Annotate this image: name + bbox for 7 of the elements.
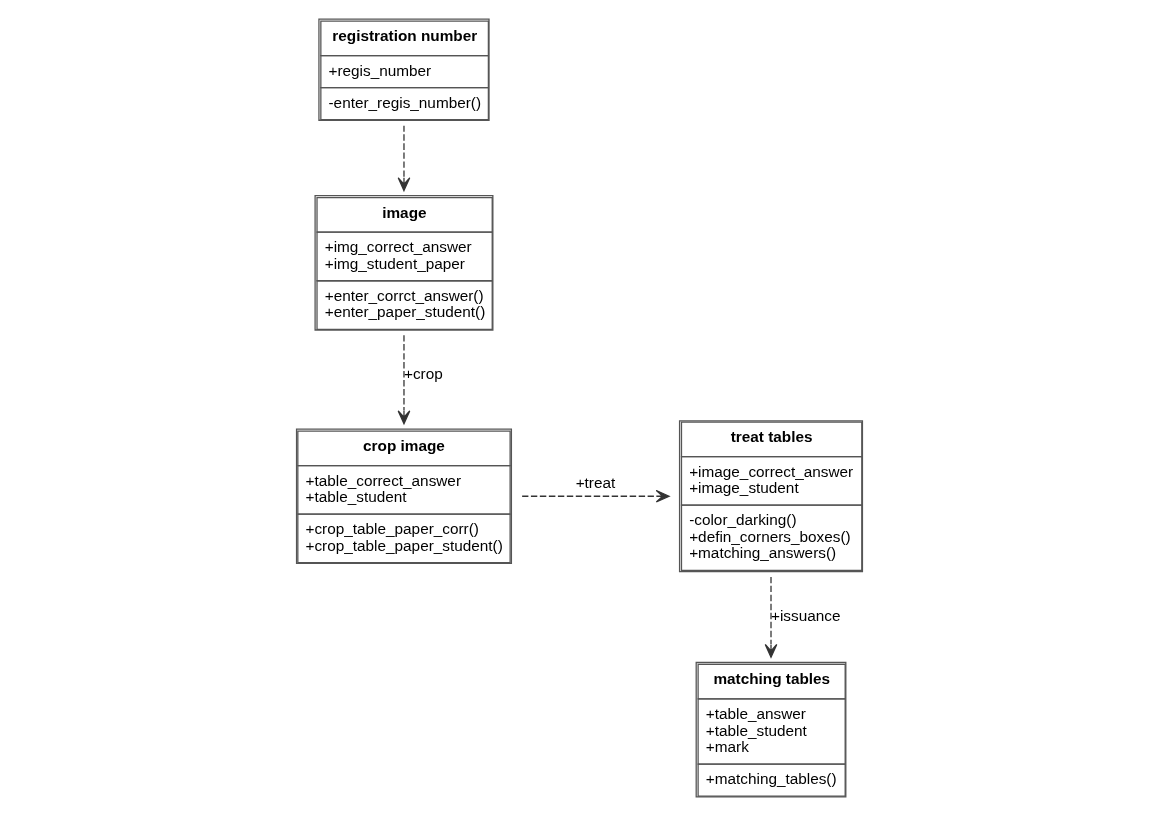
arrow — [521, 489, 670, 503]
arrow — [764, 575, 778, 658]
edge-label: +crop — [403, 364, 443, 382]
edge-label: +treat — [575, 473, 616, 491]
arrow — [397, 124, 411, 191]
arrow — [397, 334, 411, 424]
edge-label: +issuance — [771, 606, 841, 624]
